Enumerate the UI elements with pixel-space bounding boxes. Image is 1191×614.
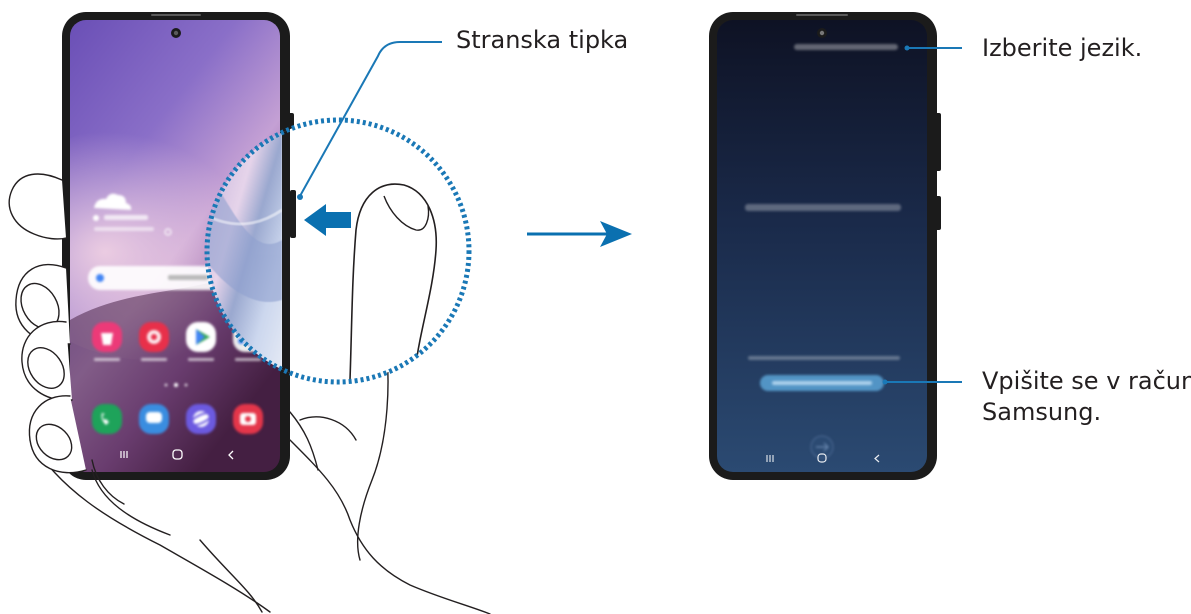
home-key-icon	[817, 453, 827, 463]
google-g-icon	[96, 274, 104, 282]
finger-3	[28, 395, 87, 474]
weather-cloud-icon	[94, 193, 132, 210]
welcome-text	[745, 204, 901, 211]
zoomed-side-key	[290, 190, 296, 238]
select-language-label: Izberite jezik.	[982, 34, 1143, 62]
next-step-arrow-icon	[527, 221, 632, 247]
zoom-dotted-border	[204, 117, 472, 385]
setup-welcome-screen	[717, 20, 927, 472]
press-arrow-icon	[304, 204, 351, 236]
hand-illustration	[8, 173, 491, 614]
sign-in-label-line1: Vpišite se v račun	[982, 367, 1191, 395]
thumb	[349, 183, 438, 382]
location-pin-icon	[93, 215, 99, 221]
nav-bar	[766, 453, 880, 463]
dock	[92, 404, 263, 434]
back-key-icon	[228, 450, 234, 460]
thumb-nail	[383, 195, 430, 231]
language-selector	[794, 44, 898, 50]
nav-bar	[120, 449, 234, 460]
side-key-callout-line	[299, 41, 442, 197]
recents-key-icon	[120, 451, 128, 458]
right-phone	[709, 12, 941, 480]
sign-in-label-line2: Samsung.	[982, 398, 1102, 426]
side-key-label: Stranska tipka	[456, 26, 629, 54]
refresh-icon	[164, 228, 172, 236]
phone-icon	[92, 404, 122, 434]
finger-2	[21, 320, 73, 401]
home-key-icon	[172, 449, 183, 460]
recents-key-icon	[766, 455, 774, 462]
front-camera	[819, 30, 825, 36]
back-key-icon	[874, 454, 880, 463]
